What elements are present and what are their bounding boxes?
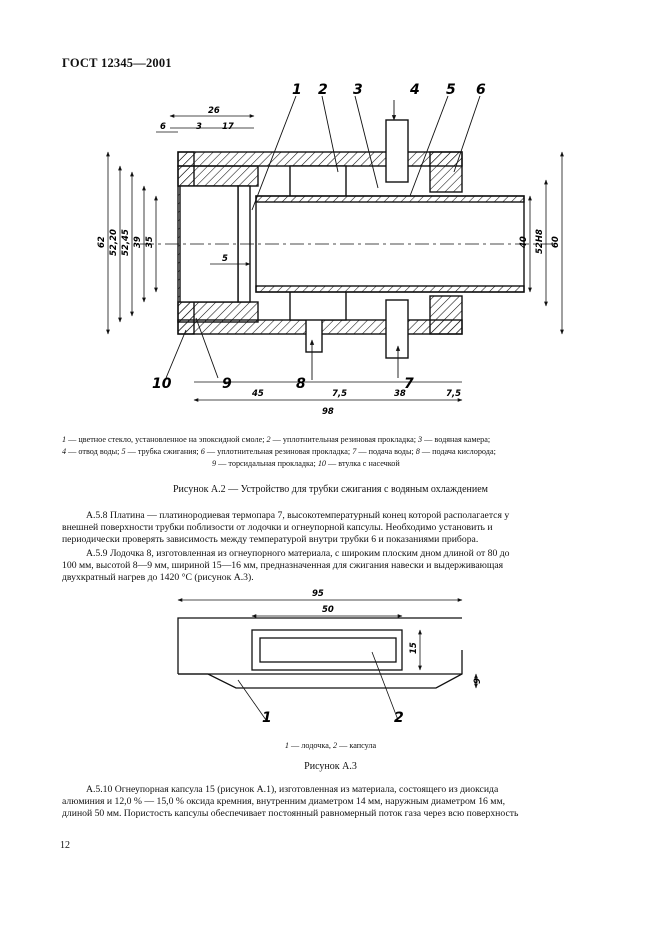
- dim-50: 50: [322, 605, 334, 615]
- dim-35: 35: [145, 236, 155, 248]
- dim-17: 17: [222, 122, 234, 132]
- callout-9: 9: [222, 376, 232, 392]
- legend-num: 4: [62, 447, 67, 456]
- legend-num: 5: [121, 447, 126, 456]
- dim-38: 38: [394, 389, 406, 399]
- callout-2: 2: [318, 82, 328, 98]
- legend-num: 10: [317, 459, 326, 468]
- dim-7-5-b: 7,5: [446, 389, 461, 399]
- legend-num: 8: [415, 447, 420, 456]
- paragraph-line: длиной 50 мм. Пористость капсулы обеспеч…: [62, 808, 519, 819]
- dim-52-20: 52,20: [109, 229, 119, 256]
- dim-15: 15: [409, 642, 419, 654]
- paragraph-line: А.5.9 Лодочка 8, изготовленная из огнеуп…: [86, 548, 510, 559]
- dim-98: 98: [322, 407, 334, 417]
- legend-text: — втулка с насечкой: [326, 459, 400, 468]
- legend-num: 1: [284, 741, 289, 750]
- boat-outline: [177, 617, 463, 689]
- legend-text: — уплотнительная резиновая прокладка;: [204, 447, 353, 456]
- dim-9: 9: [473, 678, 483, 684]
- dim-26: 26: [208, 106, 220, 116]
- legend-line-1: 1 — цветное стекло, установленное на эпо…: [62, 434, 602, 446]
- paragraph-line: периодически проверять зависимость между…: [62, 534, 479, 545]
- dim-6: 6: [160, 122, 166, 132]
- figure-a3-caption: Рисунок А.3: [304, 761, 357, 772]
- legend-text: — подача воды;: [356, 447, 416, 456]
- paragraph-a5-9: А.5.9 Лодочка 8, изготовленная из огнеуп…: [62, 548, 600, 584]
- callout-boat-1: 1: [262, 710, 272, 726]
- callout-3: 3: [353, 82, 363, 98]
- dim-7-5-a: 7,5: [332, 389, 347, 399]
- callout-8: 8: [296, 376, 306, 392]
- callout-4: 4: [409, 82, 420, 98]
- legend-text: — подача кислорода;: [419, 447, 496, 456]
- device-body: [177, 119, 525, 359]
- legend-text: — уплотнительная резиновая прокладка;: [270, 435, 419, 444]
- legend-num: 1: [62, 435, 67, 444]
- dim-62: 62: [97, 236, 107, 248]
- callout-1: 1: [292, 82, 302, 98]
- callout-capsule-2: 2: [394, 710, 404, 726]
- legend-text: — цветное стекло, установленное на эпокс…: [66, 435, 267, 444]
- legend-text: — трубка сжигания;: [125, 447, 201, 456]
- dim-60: 60: [551, 236, 561, 248]
- paragraph-line: 100 мм, высотой 8—9 мм, шириной 15—16 мм…: [62, 560, 504, 571]
- figure-a2-caption: Рисунок А.2 — Устройство для трубки сжиг…: [173, 484, 488, 495]
- callout-5: 5: [446, 82, 456, 98]
- dim-40: 40: [519, 236, 529, 249]
- legend-line-3: 9 — торсидальная прокладка; 10 — втулка …: [62, 458, 602, 470]
- figure-a2-legend: 1 — цветное стекло, установленное на эпо…: [62, 434, 602, 470]
- paragraph-line: двухкратный нагрев до 1420 °С (рисунок А…: [62, 572, 254, 583]
- figure-a3-legend: 1 — лодочка, 2 — капсула: [0, 740, 661, 752]
- paragraph-line: А.5.8 Платина — платинородиевая термопар…: [86, 510, 510, 521]
- dim-95: 95: [312, 589, 324, 599]
- paragraph-a5-8: А.5.8 Платина — платинородиевая термопар…: [62, 510, 600, 546]
- legend-num: 7: [352, 447, 357, 456]
- figure-a2-drawing: 26 6 3 17 5 62 52,20 52,45 39 35 40 52H8…: [97, 82, 564, 417]
- legend-text: — капсула: [337, 741, 377, 750]
- legend-num: 2: [332, 741, 338, 750]
- dim-45: 45: [251, 389, 264, 399]
- callout-7: 7: [404, 376, 414, 392]
- paragraph-a5-10: А.5.10 Огнеупорная капсула 15 (рисунок А…: [62, 784, 600, 820]
- document-header: ГОСТ 12345—2001: [62, 56, 172, 70]
- callout-10: 10: [152, 376, 172, 392]
- legend-text: — отвод воды;: [66, 447, 122, 456]
- legend-text: — лодочка,: [288, 741, 333, 750]
- paragraph-line: алюминия и 12,0 % — 15,0 % оксида кремни…: [62, 796, 505, 807]
- paragraph-line: А.5.10 Огнеупорная капсула 15 (рисунок А…: [86, 784, 499, 795]
- dim-3: 3: [196, 122, 202, 132]
- legend-line-2: 4 — отвод воды; 5 — трубка сжигания; 6 —…: [62, 446, 602, 458]
- dim-52h8: 52H8: [535, 229, 545, 254]
- legend-num: 9: [212, 459, 217, 468]
- paragraph-line: внешней поверхности трубки поблизости от…: [62, 522, 493, 533]
- legend-text: — водяная камера;: [422, 435, 491, 444]
- dim-52-45: 52,45: [121, 229, 131, 256]
- dim-5: 5: [222, 254, 228, 264]
- legend-num: 3: [418, 435, 423, 444]
- legend-num: 6: [200, 447, 205, 456]
- page-number: 12: [60, 840, 70, 851]
- figure-a3-drawing: 95 50 15 9 1 2: [177, 589, 483, 726]
- legend-text: — торсидальная прокладка;: [216, 459, 318, 468]
- dim-39: 39: [133, 236, 143, 248]
- legend-num: 2: [266, 435, 271, 444]
- callout-6: 6: [476, 82, 486, 98]
